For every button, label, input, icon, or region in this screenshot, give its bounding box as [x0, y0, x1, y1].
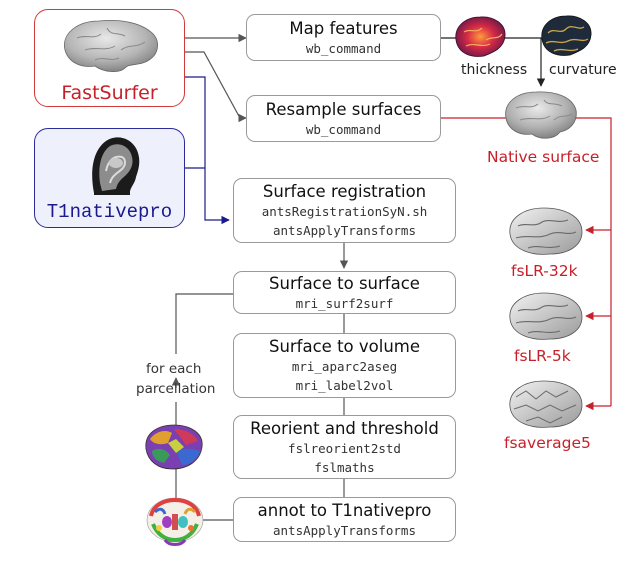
- curvature-label: curvature: [549, 62, 617, 78]
- map-features-command: wb_command: [305, 41, 382, 56]
- for-each-label: for each: [146, 361, 202, 377]
- reorient-threshold-step: Reorient and threshold fslreorient2std f…: [233, 415, 456, 479]
- fastsurfer-source-box: FastSurfer: [34, 9, 185, 107]
- reorient-threshold-title: Reorient and threshold: [250, 419, 439, 438]
- resample-surfaces-step: Resample surfaces wb_command: [246, 95, 441, 142]
- fsaverage5-label: fsaverage5: [504, 434, 591, 452]
- surface-to-surface-step: Surface to surface mri_surf2surf: [233, 271, 456, 314]
- thickness-label: thickness: [461, 62, 528, 78]
- line-resample-to-bus: [441, 117, 612, 406]
- reorient-threshold-command-2: fslmaths: [314, 460, 375, 475]
- annot-to-t1nativepro-title: annot to T1nativepro: [257, 501, 432, 520]
- native-surface-brain-icon: [505, 91, 577, 139]
- brain-surface-icon: [64, 20, 158, 72]
- map-features-title: Map features: [289, 19, 398, 38]
- surface-registration-title: Surface registration: [262, 182, 427, 201]
- resample-surfaces-command: wb_command: [305, 122, 382, 137]
- surface-to-surface-title: Surface to surface: [269, 274, 420, 293]
- surface-to-volume-title: Surface to volume: [268, 337, 421, 356]
- parcellation-volume-icon: [146, 497, 204, 546]
- surface-to-volume-command-2: mri_label2vol: [295, 378, 394, 393]
- arrow-fastsurfer-to-resample: [185, 51, 247, 123]
- reorient-threshold-command-1: fslreorient2std: [288, 441, 401, 456]
- t1nativepro-label: T1nativepro: [46, 201, 173, 223]
- line-fastsurfer-to-registration: [185, 76, 230, 225]
- surface-to-volume-step: Surface to volume mri_aparc2aseg mri_lab…: [233, 333, 456, 398]
- parcellation-surface-icon: [145, 424, 203, 470]
- curvature-map-icon: [541, 15, 592, 56]
- fastsurfer-label: FastSurfer: [61, 82, 158, 104]
- surface-to-volume-command-1: mri_aparc2aseg: [291, 359, 398, 374]
- native-surface-label: Native surface: [487, 148, 600, 166]
- fslr-32k-label: fsLR-32k: [511, 262, 578, 280]
- parcellation-label: parcellation: [136, 381, 216, 397]
- fsaverage5-brain-icon: [509, 380, 583, 428]
- surface-registration-command-2: antsApplyTransforms: [273, 223, 416, 238]
- map-features-step: Map features wb_command: [246, 14, 441, 61]
- fslr-5k-label: fsLR-5k: [514, 347, 571, 365]
- surface-registration-command-1: antsRegistrationSyN.sh: [261, 204, 428, 219]
- thickness-map-icon: [455, 16, 506, 57]
- surface-to-surface-command: mri_surf2surf: [295, 296, 394, 311]
- annot-to-t1nativepro-command: antsApplyTransforms: [273, 523, 416, 538]
- fslr-32k-brain-icon: [509, 207, 583, 255]
- line-loop-to-surf2surf: [175, 293, 233, 354]
- annot-to-t1nativepro-step: annot to T1nativepro antsApplyTransforms: [233, 497, 456, 542]
- t1nativepro-source-box: T1nativepro: [34, 128, 185, 228]
- fslr-5k-brain-icon: [509, 292, 583, 340]
- mri-head-icon: [80, 133, 142, 195]
- resample-surfaces-title: Resample surfaces: [265, 100, 422, 119]
- surface-registration-step: Surface registration antsRegistrationSyN…: [233, 178, 456, 243]
